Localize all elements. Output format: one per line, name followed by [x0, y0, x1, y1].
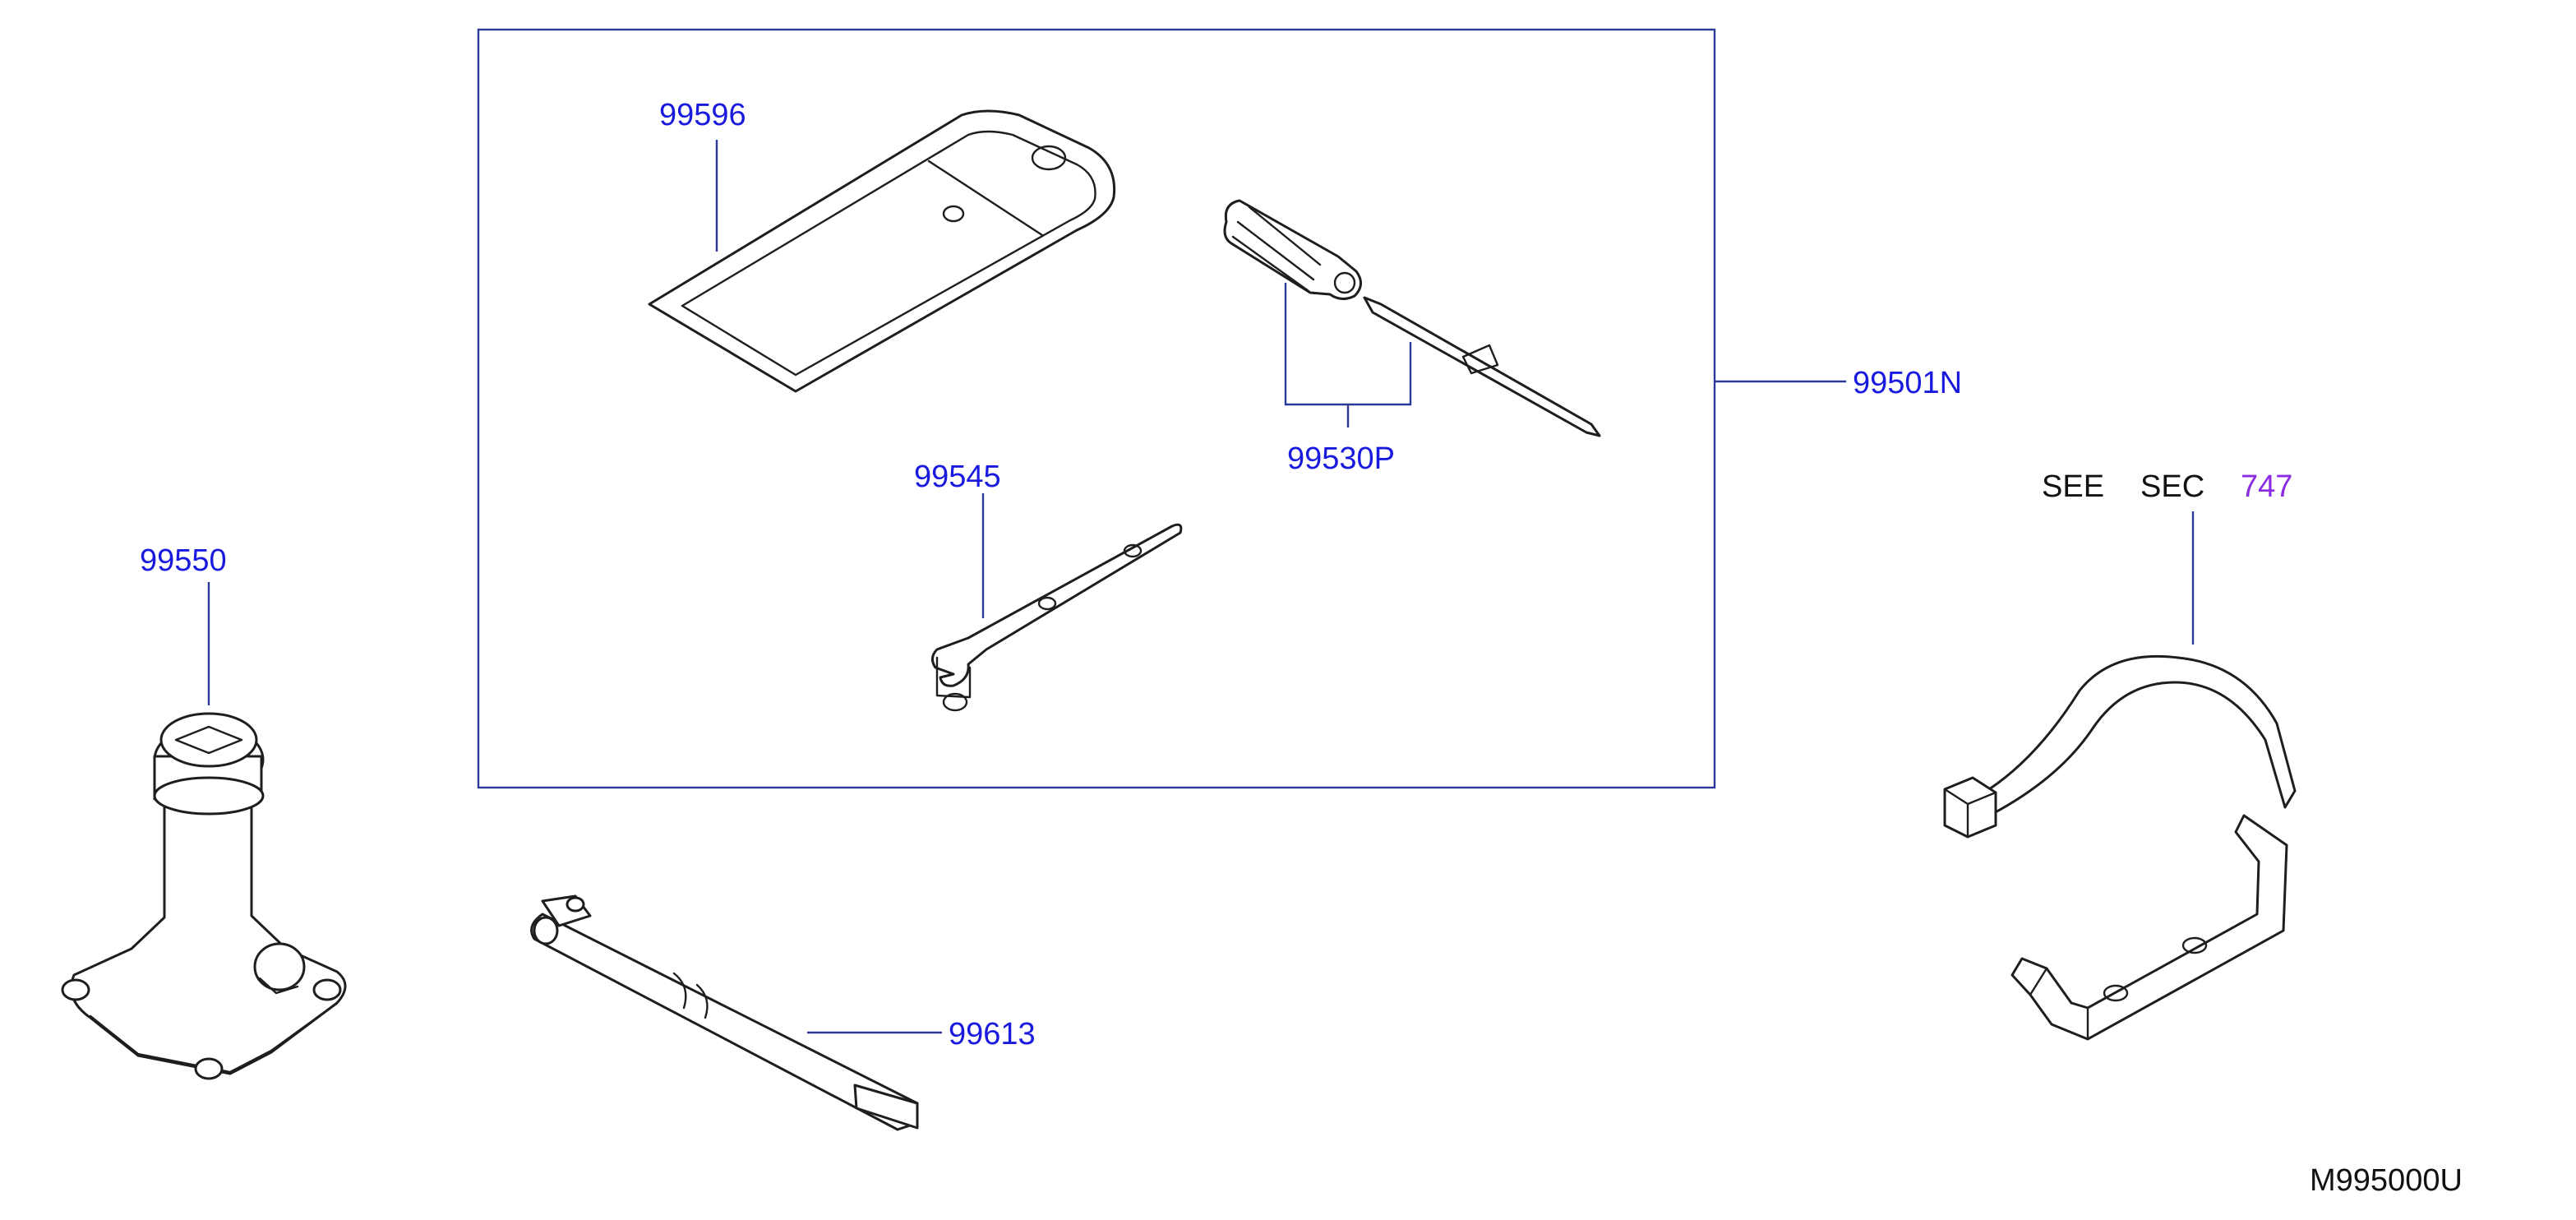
- tool-bag-icon: [648, 109, 1116, 393]
- jack-icon: [61, 712, 347, 1080]
- callout-99545[interactable]: 99545: [914, 460, 1001, 494]
- callout-99550[interactable]: 99550: [140, 543, 227, 578]
- diagram-code: M995000U: [2310, 1163, 2463, 1198]
- callout-99596[interactable]: 99596: [659, 98, 746, 132]
- wheel-wrench-icon: [931, 523, 1183, 712]
- tool-kit-group-box: [477, 28, 1716, 789]
- jack-handle-icon: [530, 894, 919, 1131]
- sec-label: SEC: [2140, 469, 2204, 504]
- spare-tire-bracket-icon: [1943, 654, 2297, 1041]
- leader-99530P: [1284, 283, 1412, 427]
- callout-99501N[interactable]: 99501N: [1853, 366, 1962, 400]
- callout-99530P[interactable]: 99530P: [1287, 441, 1395, 476]
- sec-reference-link[interactable]: 747: [2241, 469, 2292, 504]
- see-label: SEE: [2042, 469, 2104, 504]
- screwdriver-icon: [1223, 199, 1601, 437]
- callout-99613[interactable]: 99613: [949, 1017, 1036, 1051]
